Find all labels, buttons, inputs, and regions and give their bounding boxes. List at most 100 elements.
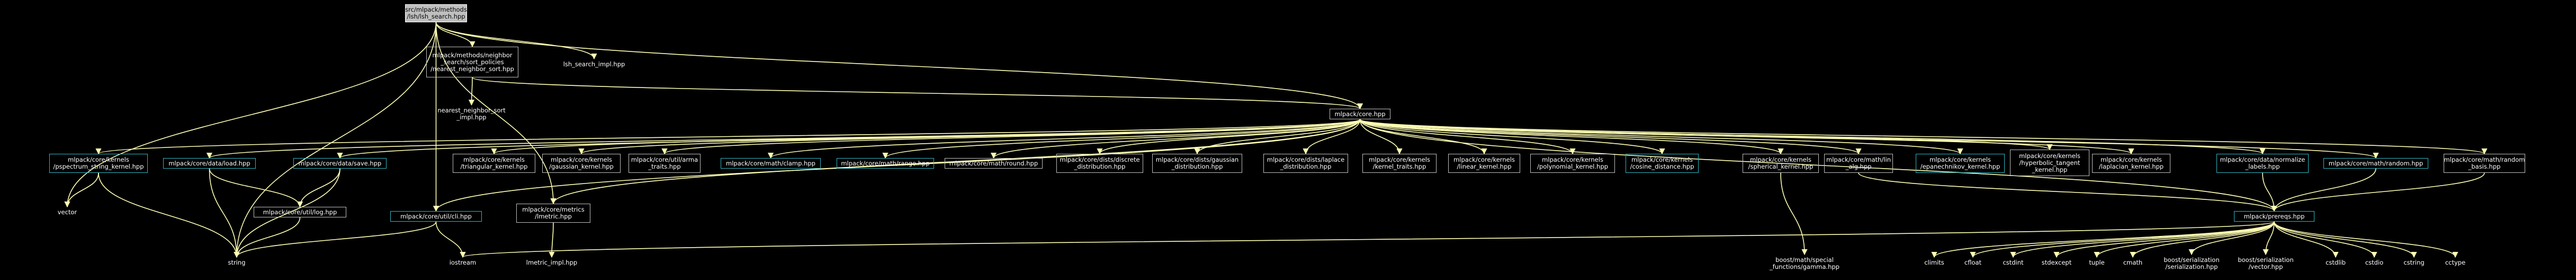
node-lin-alg[interactable]: mlpack/core/math/lin _alg.hpp <box>1824 154 1893 173</box>
edge-log-to-string <box>234 217 301 258</box>
node-gaussian-distribution[interactable]: mlpack/core/dists/gaussian _distribution… <box>1152 154 1242 173</box>
node-boost-serialization-vector[interactable]: boost/serialization /vector.hpp <box>2238 256 2294 270</box>
node-laplacian-kernel[interactable]: mlpack/core/kernels /laplacian_kernel.hp… <box>2092 154 2170 173</box>
node-cfloat[interactable]: cfloat <box>1964 258 1982 266</box>
edge-root-to-core <box>435 22 1363 110</box>
node-random-basis[interactable]: mlpack/core/math/random _basis.hpp <box>2444 154 2525 173</box>
node-cstdint[interactable]: cstdint <box>2003 258 2024 266</box>
edge-data_load-to-log <box>209 168 303 208</box>
edge-data_load-to-string <box>209 168 240 258</box>
node-normalize-labels[interactable]: mlpack/core/data/normalize _labels.hpp <box>2216 154 2309 173</box>
edge-root-to-lmetric <box>435 22 557 205</box>
edge-core-to-random <box>1359 119 2379 159</box>
edge-ns_sort-to-core <box>472 77 1363 110</box>
node-tuple[interactable]: tuple <box>2089 258 2105 266</box>
node-cstdlib[interactable]: cstdlib <box>2326 258 2346 266</box>
edge-prereqs-to-cstdio <box>2274 221 2377 258</box>
node-data-save[interactable]: mlpack/core/data/save.hpp <box>293 158 387 169</box>
node-boost-gamma[interactable]: boost/math/special _functions/gamma.hpp <box>1770 256 1839 270</box>
edge-prereqs-to-tuple <box>2094 221 2275 258</box>
node-nearest-neighbor-sort-impl[interactable]: nearest_neighbor_sort _impl.hpp <box>437 107 506 121</box>
node-lsh-search-impl[interactable]: lsh_search_impl.hpp <box>563 60 625 68</box>
edge-root-to-string <box>234 22 437 258</box>
edge-prereqs-to-stdexcept <box>2053 221 2275 258</box>
edge-root-to-vector <box>64 22 437 208</box>
node-math-range[interactable]: mlpack/core/math/range.hpp <box>837 158 934 169</box>
edge-random_basis-to-prereqs <box>2271 172 2485 212</box>
edge-core-to-prereqs <box>1359 119 2277 212</box>
edge-core-to-range <box>882 119 1361 159</box>
node-util-cli[interactable]: mlpack/core/util/cli.hpp <box>390 211 482 222</box>
edge-core-to-lmetric <box>550 119 1361 205</box>
edge-core-to-laplace_dist <box>1303 119 1361 155</box>
node-cmath[interactable]: cmath <box>2123 258 2143 266</box>
edge-core-to-lin_alg <box>1359 119 1862 155</box>
node-cosine-distance[interactable]: mlpack/core/kernels /cosine_distance.hpp <box>1626 154 1699 173</box>
edge-cli-to-string <box>234 221 437 258</box>
edge-core-to-random_basis <box>1359 119 2487 155</box>
node-math-round[interactable]: mlpack/core/math/round.hpp <box>945 158 1043 169</box>
node-arma-traits[interactable]: mlpack/core/util/arma _traits.hpp <box>629 154 701 173</box>
node-cstdio[interactable]: cstdio <box>2365 258 2384 266</box>
edge-core-to-spherical <box>1359 119 1784 155</box>
edge-lin_alg-to-prereqs <box>1858 172 2277 212</box>
node-cstring[interactable]: cstring <box>2403 258 2425 266</box>
node-math-random[interactable]: mlpack/core/math/random.hpp <box>2323 158 2428 169</box>
edge-core-to-pspectrum <box>96 119 1361 155</box>
edge-core-to-clamp <box>768 119 1361 159</box>
edge-prereqs-to-cstring <box>2274 221 2417 258</box>
edge-prereqs-to-cstdint <box>2010 221 2275 258</box>
node-vector[interactable]: vector <box>57 208 77 216</box>
edge-prereqs-to-ser_vector <box>2263 221 2275 256</box>
node-climits[interactable]: climits <box>1924 258 1944 266</box>
edge-root-to-ns_sort <box>435 22 475 48</box>
edge-core-to-discrete <box>1097 119 1361 155</box>
edge-prereqs-to-cstdlib <box>2274 221 2339 258</box>
edge-core-to-arma_traits <box>661 119 1361 155</box>
node-polynomial-kernel[interactable]: mlpack/core/kernels /polynomial_kernel.h… <box>1530 154 1615 173</box>
edge-data_save-to-string <box>234 168 340 258</box>
edge-core-to-kernel_traits <box>1359 119 1403 155</box>
edge-spherical-to-gamma <box>1780 172 1808 256</box>
node-epanechnikov-kernel[interactable]: mlpack/core/kernels /epanechnikov_kernel… <box>1916 154 2005 173</box>
edge-core-to-epanechnikov <box>1359 119 1963 155</box>
edge-core-to-normalize <box>1359 119 2266 155</box>
edge-pspectrum-to-string <box>98 172 240 258</box>
node-string[interactable]: string <box>228 258 246 266</box>
node-prereqs[interactable]: mlpack/prereqs.hpp <box>2234 211 2314 222</box>
node-lmetric-impl[interactable]: lmetric_impl.hpp <box>526 258 578 266</box>
node-data-load[interactable]: mlpack/core/data/load.hpp <box>163 158 256 169</box>
node-boost-serialization[interactable]: boost/serialization /serialization.hpp <box>2164 256 2220 270</box>
edge-prereqs-to-cctype <box>2274 221 2458 258</box>
node-lmetric[interactable]: mlpack/core/metrics /lmetric.hpp <box>516 204 590 223</box>
node-stdexcept[interactable]: stdexcept <box>2041 258 2072 266</box>
edge-data_save-to-log <box>297 168 340 208</box>
edge-prereqs-to-iostream <box>460 221 2275 258</box>
edge-ns_sort-to-ns_sort_impl <box>468 77 475 106</box>
node-iostream[interactable]: iostream <box>449 258 477 266</box>
node-gaussian-kernel[interactable]: mlpack/core/kernels /gaussian_kernel.hpp <box>542 154 621 173</box>
node-root-lsh-search: src/mlpack/methods /lsh/lsh_search.hpp <box>405 4 467 22</box>
edge-random-to-prereqs <box>2271 168 2376 212</box>
node-spherical-kernel[interactable]: mlpack/core/kernels /spherical_kernel.hp… <box>1743 154 1819 173</box>
edge-core-to-polynomial <box>1359 119 1576 155</box>
node-discrete-distribution[interactable]: mlpack/core/dists/discrete _distribution… <box>1056 154 1143 173</box>
node-laplace-distribution[interactable]: mlpack/core/dists/laplace _distribution.… <box>1263 154 1348 173</box>
node-math-clamp[interactable]: mlpack/core/math/clamp.hpp <box>721 158 821 169</box>
node-nearest-neighbor-sort[interactable]: mlpack/methods/neighbor _search/sort_pol… <box>426 47 518 77</box>
edge-pspectrum-to-vector <box>64 172 99 208</box>
node-kernel-traits[interactable]: mlpack/core/kernels /kernel_traits.hpp <box>1362 154 1437 173</box>
edge-prereqs-to-cfloat <box>1970 221 2275 258</box>
node-cctype[interactable]: cctype <box>2445 258 2466 266</box>
node-hyperbolic-tangent-kernel[interactable]: mlpack/core/kernels /hyperbolic_tangent … <box>2010 150 2089 176</box>
node-triangular-kernel[interactable]: mlpack/core/kernels /triangular_kernel.h… <box>453 154 535 173</box>
edge-core-to-cosine <box>1359 119 1665 155</box>
edge-lmetric-to-lmetric_impl <box>549 222 555 258</box>
node-core[interactable]: mlpack/core.hpp <box>1330 109 1390 119</box>
node-util-log[interactable]: mlpack/core/util/log.hpp <box>254 207 346 217</box>
node-pspectrum-string-kernel[interactable]: mlpack/core/kernels /pspectrum_string_ke… <box>49 154 148 173</box>
node-linear-kernel[interactable]: mlpack/core/kernels /linear_kernel.hpp <box>1448 154 1520 173</box>
edge-prereqs-to-ser_serialization <box>2188 221 2275 256</box>
